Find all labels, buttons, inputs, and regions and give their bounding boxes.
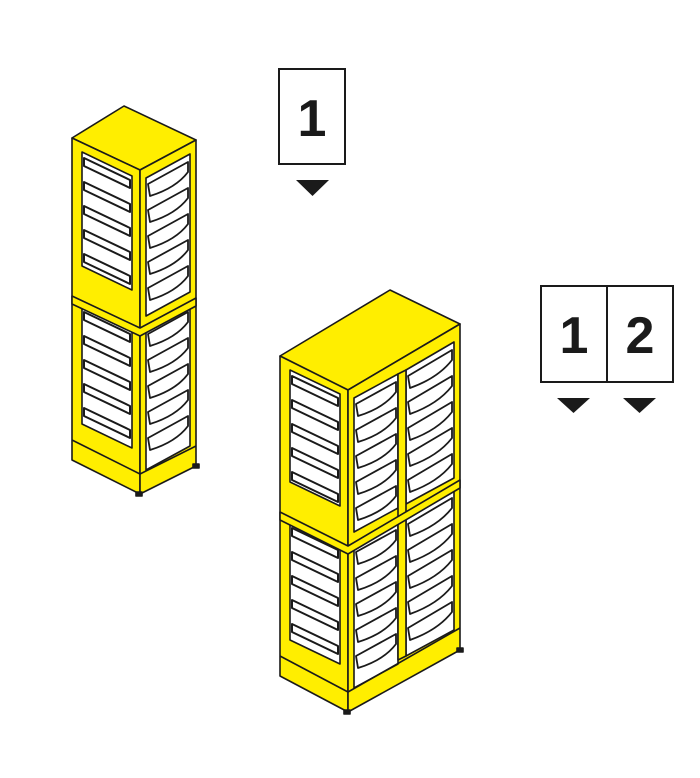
label-double-column: 1 2 <box>540 285 674 413</box>
down-arrow-icon <box>557 398 590 413</box>
double-column-number-1: 1 <box>560 307 589 365</box>
down-arrow-icon <box>623 398 656 413</box>
label-single-column: 1 <box>278 68 346 196</box>
double-column-number-2: 2 <box>626 307 655 365</box>
single-column-tower <box>71 105 200 497</box>
double-column-tower <box>279 289 464 715</box>
down-arrow-icon <box>296 180 329 196</box>
single-column-number: 1 <box>298 90 327 148</box>
